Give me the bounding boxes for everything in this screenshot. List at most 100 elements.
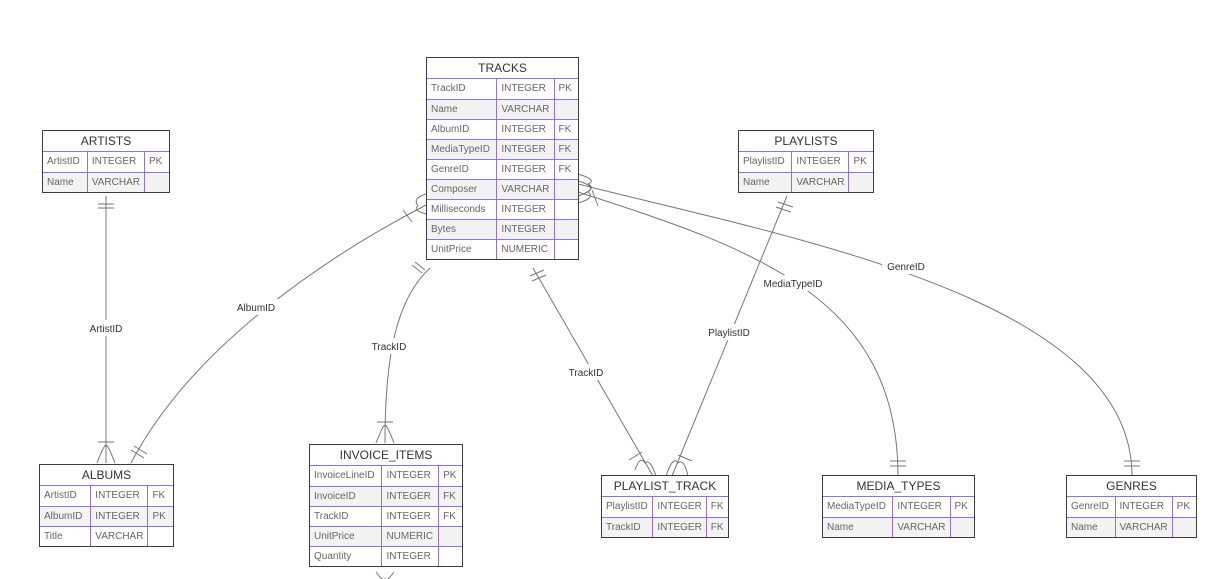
attribute-type: INTEGER	[381, 505, 439, 526]
attribute-key: PK	[143, 152, 169, 172]
attribute-type: VARCHAR	[1114, 516, 1173, 537]
marker-many	[678, 455, 692, 461]
attribute-type: VARCHAR	[496, 178, 554, 199]
attribute-name: PlaylistID	[602, 497, 653, 517]
entity-title: ARTISTS	[43, 131, 169, 152]
rel-label-trackid-invoice: TrackID	[372, 342, 407, 353]
attribute-key	[553, 98, 578, 119]
attribute-type: INTEGER	[496, 118, 554, 139]
attribute-key	[438, 525, 462, 546]
marker-one	[134, 446, 147, 454]
marker-crowfoot	[666, 461, 688, 476]
attribute-name: GenreID	[1067, 497, 1115, 517]
attribute-type: INTEGER	[652, 516, 707, 537]
attribute-name: AlbumID	[427, 118, 497, 139]
label-bg	[882, 258, 930, 274]
attribute-key	[553, 178, 578, 199]
attribute-name: Name	[1067, 516, 1115, 537]
marker-one	[131, 450, 144, 458]
attribute-key: FK	[705, 497, 728, 517]
attribute-type: INTEGER	[381, 466, 439, 486]
attribute-name: MediaTypeID	[427, 138, 497, 159]
marker-crowfoot	[376, 572, 394, 579]
attribute-type: INTEGER	[496, 158, 554, 179]
marker-crowfoot	[376, 425, 394, 443]
attribute-type: INTEGER	[381, 485, 439, 506]
attribute-type: INTEGER	[496, 198, 554, 219]
attribute-key: FK	[705, 516, 728, 537]
entity-title: PLAYLISTS	[739, 131, 873, 152]
edge-tracks-albums	[131, 205, 426, 463]
attribute-key	[553, 238, 578, 259]
attribute-name: MediaTypeID	[823, 497, 893, 517]
attribute-key: FK	[553, 118, 578, 139]
marker-one	[403, 210, 412, 222]
attribute-key: PK	[1171, 497, 1196, 517]
attribute-name: Milliseconds	[427, 198, 497, 219]
attribute-key: FK	[438, 485, 462, 506]
entity-title: ALBUMS	[40, 465, 173, 486]
attribute-name: ArtistID	[43, 152, 88, 172]
marker-one	[776, 207, 791, 212]
label-bg	[84, 320, 128, 336]
attribute-name: GenreID	[427, 158, 497, 179]
marker-one	[532, 275, 546, 281]
attribute-name: Title	[40, 525, 91, 546]
attribute-name: Name	[43, 171, 88, 192]
attribute-type: INTEGER	[86, 152, 145, 172]
label-bg	[759, 275, 827, 291]
attribute-name: UnitPrice	[427, 238, 497, 259]
attribute-key: PK	[553, 79, 578, 99]
attribute-key: PK	[949, 497, 974, 517]
attribute-name: Composer	[427, 178, 497, 199]
attribute-type: INTEGER	[652, 497, 707, 517]
attribute-key: FK	[438, 505, 462, 526]
marker-crowfoot	[635, 460, 656, 476]
attribute-key: PK	[438, 466, 462, 486]
rel-label-trackid-playlist: TrackID	[569, 368, 604, 379]
attribute-type: INTEGER	[791, 152, 849, 172]
label-bg	[703, 324, 755, 340]
attribute-type: INTEGER	[1114, 497, 1173, 517]
marker-one	[778, 202, 793, 207]
attribute-type: INTEGER	[892, 497, 950, 517]
rel-label-playlistid: PlaylistID	[708, 328, 750, 339]
attribute-type: INTEGER	[496, 138, 554, 159]
attribute-name: Name	[823, 516, 893, 537]
attribute-name: UnitPrice	[310, 525, 382, 546]
attribute-type: INTEGER	[90, 505, 148, 526]
attribute-key	[553, 198, 578, 219]
marker-one	[530, 270, 544, 276]
attribute-key: FK	[553, 158, 578, 179]
attribute-name: AlbumID	[40, 505, 91, 526]
